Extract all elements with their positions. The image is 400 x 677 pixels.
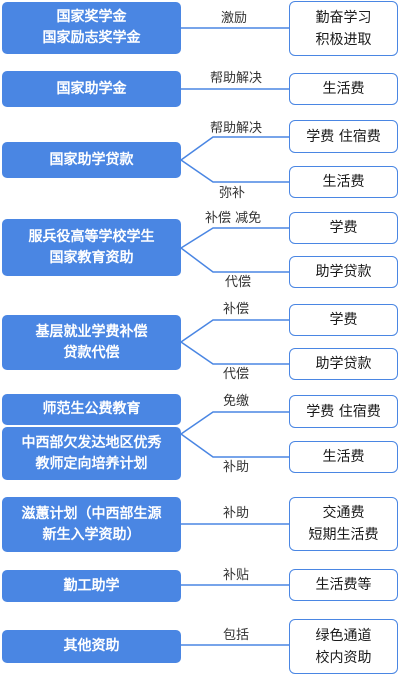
right-box-tuition-lodging: 学费 住宿费 (289, 395, 398, 428)
right-box-tuition: 学费 (289, 212, 398, 244)
right-box-student-loan: 助学贷款 (289, 256, 398, 288)
connector (180, 136, 289, 161)
edge-label: 补偿 (223, 302, 250, 317)
edge-label: 免缴 (223, 394, 250, 409)
left-box-normal-student-education: 师范生公费教育 (2, 394, 181, 425)
right-box-tuition-lodging: 学费 住宿费 (289, 120, 398, 153)
edge-label: 补助 (223, 460, 250, 475)
edge-label: 激励 (221, 11, 248, 26)
left-box-military-service-aid: 服兵役高等学校学生 国家教育资助 (2, 219, 181, 276)
edge-label: 代偿 (225, 275, 252, 290)
edge-label: 帮助解决 (210, 121, 263, 136)
edge-label: 补偿 减免 (205, 211, 262, 226)
edge-label: 弥补 (219, 186, 246, 201)
connector (180, 411, 289, 435)
edge-label: 包括 (223, 628, 250, 643)
connector (180, 159, 289, 183)
left-box-zihui-plan: 滋蕙计划（中西部生源 新生入学资助） (2, 497, 181, 552)
connector (180, 433, 289, 458)
edge-label: 补助 (223, 506, 250, 521)
right-box-green-channel: 绿色通道 校内资助 (289, 619, 398, 674)
left-box-grassroots-employment: 基层就业学费补偿 贷款代偿 (2, 315, 181, 370)
right-box-living-cost: 生活费 (289, 73, 398, 105)
connector (180, 341, 289, 365)
left-box-national-scholarship: 国家奖学金 国家励志奖学金 (2, 2, 181, 54)
right-box-diligent-study: 勤奋学习 积极进取 (289, 1, 398, 56)
connector (180, 319, 289, 343)
edge-label: 代偿 (223, 367, 250, 382)
left-box-other-aid: 其他资助 (2, 630, 181, 663)
edge-label: 补贴 (223, 568, 250, 583)
right-box-living-cost-etc: 生活费等 (289, 569, 398, 601)
connector (180, 247, 289, 273)
right-box-living-cost: 生活费 (289, 166, 398, 198)
left-box-teacher-training-plan: 中西部欠发达地区优秀 教师定向培养计划 (2, 427, 181, 480)
left-box-work-study: 勤工助学 (2, 570, 181, 602)
right-box-student-loan: 助学贷款 (289, 348, 398, 380)
right-box-tuition: 学费 (289, 304, 398, 336)
edge-label: 帮助解决 (210, 71, 263, 86)
connector (180, 227, 289, 249)
right-box-living-cost: 生活费 (289, 441, 398, 473)
left-box-student-loan: 国家助学贷款 (2, 142, 181, 178)
right-box-travel-living: 交通费 短期生活费 (289, 497, 398, 551)
left-box-national-grant: 国家助学金 (2, 71, 181, 107)
